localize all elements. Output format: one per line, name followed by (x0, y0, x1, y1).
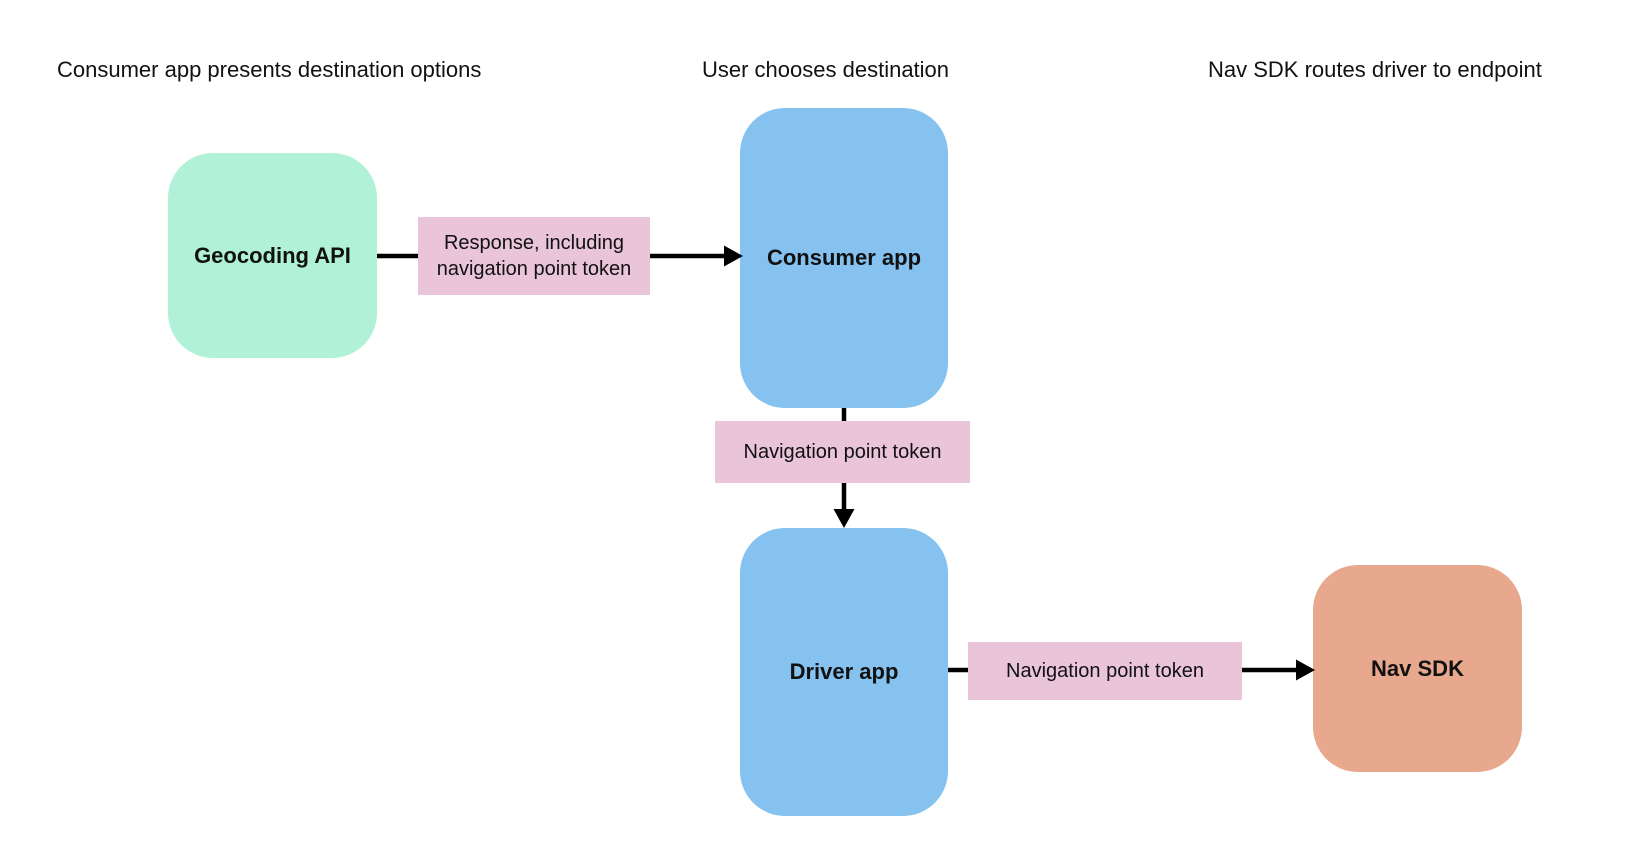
node-consumer-app: Consumer app (740, 108, 948, 408)
edge-label-navigation-point-token-1: Navigation point token (715, 421, 970, 483)
node-driver-app: Driver app (740, 528, 948, 816)
node-geocoding-api: Geocoding API (168, 153, 377, 358)
column-header-user-chooses: User chooses destination (702, 57, 950, 82)
node-consumer-app-label: Consumer app (766, 245, 922, 270)
node-geocoding-api-label: Geocoding API (194, 242, 351, 268)
node-nav-sdk-label: Nav SDK (1371, 655, 1464, 681)
edge-label-response-including-token: Response, including navigation point tok… (418, 217, 650, 295)
edge-label-navigation-point-token-2: Navigation point token (968, 642, 1242, 700)
column-header-consumer-presents: Consumer app presents destination option… (57, 57, 482, 82)
node-driver-app-label: Driver app (789, 659, 899, 684)
node-nav-sdk: Nav SDK (1313, 565, 1522, 772)
column-header-navsdk-routes: Nav SDK routes driver to endpoint (1208, 57, 1542, 82)
